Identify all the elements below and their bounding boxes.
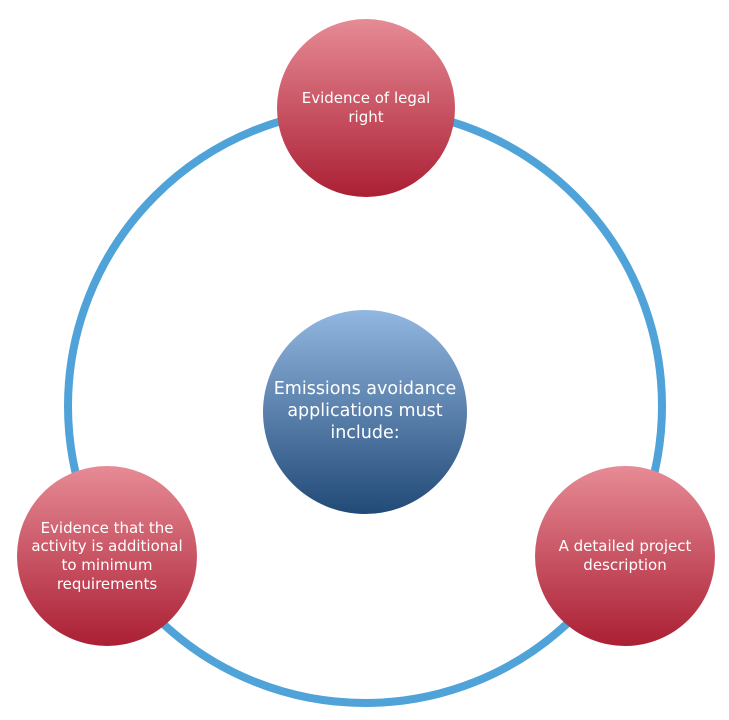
node-right-circle — [535, 466, 715, 646]
node-top-circle — [277, 19, 455, 197]
center-node — [263, 310, 467, 514]
node-left-circle — [17, 466, 197, 646]
